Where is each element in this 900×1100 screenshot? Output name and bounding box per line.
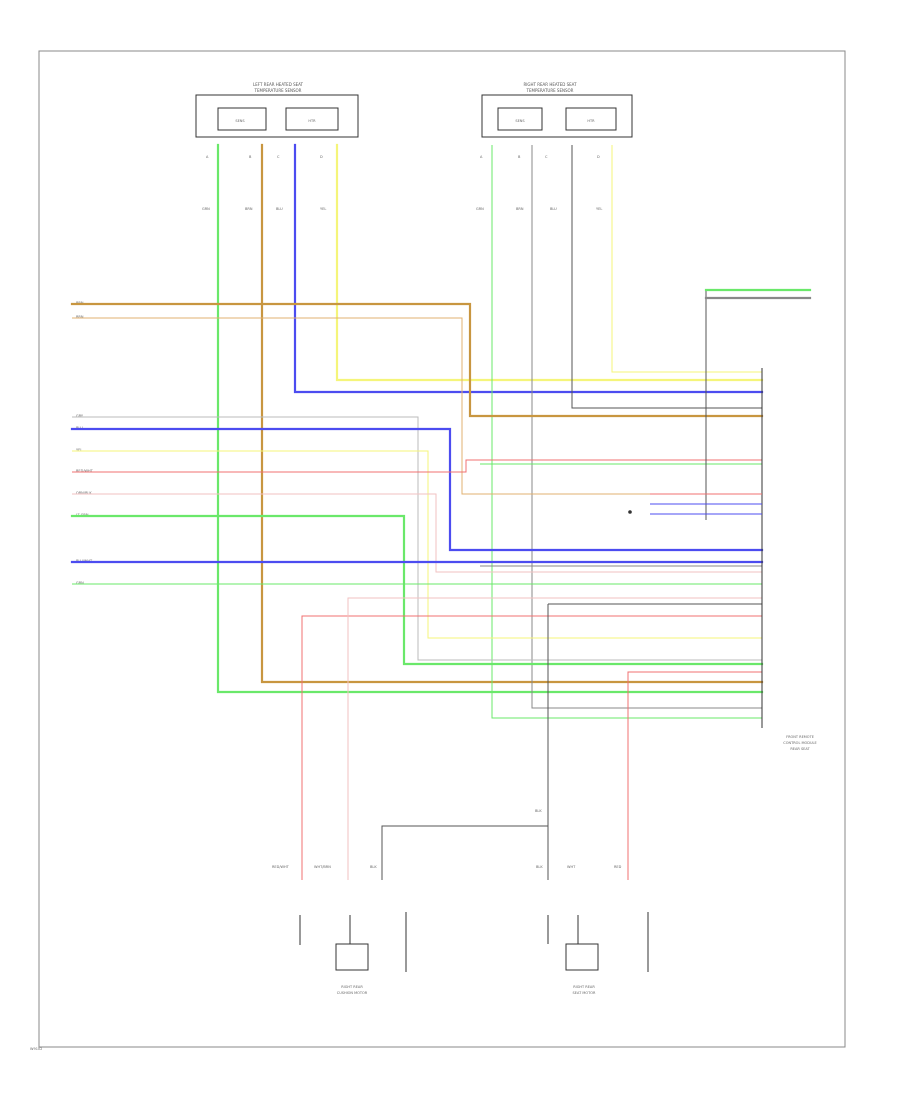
upper-left-pin-c: C [277, 155, 280, 159]
left-label-5: YEL [76, 448, 82, 452]
module-name-2: CONTROL MODULE [783, 741, 816, 745]
upper-left-wire-yel: YEL [320, 207, 326, 211]
upper-right-sens-label: SENS [515, 119, 525, 123]
left-label-3: GRY [76, 414, 84, 418]
junction-label: BLK [535, 809, 542, 813]
upper-right-pin-b: B [518, 155, 521, 159]
inline-relay [628, 493, 762, 515]
upper-right-pin-d: D [597, 155, 600, 159]
upper-right-wire-grn: GRN [476, 207, 484, 211]
wire-left-redwht [72, 459, 762, 473]
upper-right-pin-c: C [545, 155, 548, 159]
left-label-2: BRN [76, 315, 84, 319]
wire-ur-blue [571, 145, 762, 409]
wire-black-branch [381, 825, 548, 880]
wire-left-brn-2 [72, 317, 762, 495]
bottom-left-motor-assembly: RED/WHT WHT/BRN BLK RIGHT REAR CUSHION M… [272, 865, 407, 995]
upper-left-wire-grn: GRN [202, 207, 210, 211]
br-motor-icon [565, 943, 599, 971]
upper-right-sensor-element [497, 107, 543, 131]
br-label-1: RIGHT REAR [573, 985, 595, 989]
left-connector: BRN BRN GRY BLU YEL RED/WHT ORN/BLK LT G… [76, 301, 94, 585]
wire-ul-blue [293, 143, 764, 394]
module-name-3: REAR SEAT [790, 747, 810, 751]
upper-left-sens-label: SENS [235, 119, 245, 123]
bl-wire-label-3: BLK [370, 865, 377, 869]
wire-ul-brown [260, 143, 764, 684]
upper-left-pin-b: B [249, 155, 252, 159]
bottom-right-motor-assembly: BLK BLK WHT RED RIGHT REAR SEAT MOTOR [535, 809, 649, 995]
wire-ul-yellow [335, 143, 764, 382]
wires [70, 143, 812, 880]
wire-left-ornblk [72, 493, 762, 573]
upper-right-pin-a: A [480, 155, 483, 159]
relay-contact-icon [628, 510, 632, 514]
upper-left-title-1: LEFT REAR HEATED SEAT [253, 82, 304, 87]
wire-left-gry [72, 416, 762, 661]
br-wire-label-3: RED [614, 865, 622, 869]
br-wire-label-1: BLK [536, 865, 543, 869]
upper-right-wire-yel: YEL [596, 207, 602, 211]
diagram-frame [38, 50, 846, 1048]
upper-left-sensor-assembly: LEFT REAR HEATED SEAT TEMPERATURE SENSOR… [195, 82, 359, 211]
bl-wire-label-1: RED/WHT [272, 865, 290, 869]
page-reference: W9102 [30, 1047, 42, 1051]
br-label-2: SEAT MOTOR [573, 991, 596, 995]
left-label-7: ORN/BLK [76, 491, 92, 495]
upper-right-wire-brn: BRN [516, 207, 524, 211]
upper-left-sensor-element [217, 107, 267, 131]
wire-red-br [627, 671, 762, 880]
wire-ur-yellow [611, 145, 762, 373]
upper-left-htr-label: HTR [308, 119, 316, 123]
upper-right-title-1: RIGHT REAR HEATED SEAT [523, 82, 577, 87]
wire-pink-bl [347, 597, 762, 880]
module-name-1: FRONT REMOTE [786, 735, 814, 739]
bl-label-1: RIGHT REAR [341, 985, 363, 989]
upper-left-pin-d: D [320, 155, 323, 159]
upper-right-heater-element [565, 107, 617, 131]
wire-red-bl [301, 615, 762, 880]
wire-ur-green [491, 145, 762, 719]
bl-wire-label-2: WHT/BRN [314, 865, 331, 869]
upper-right-wire-blu: BLU [550, 207, 557, 211]
upper-right-sensor-assembly: RIGHT REAR HEATED SEAT TEMPERATURE SENSO… [476, 82, 633, 211]
left-label-10: GRN [76, 581, 84, 585]
wire-left-brn-1 [70, 302, 764, 418]
upper-left-sensor-box [195, 94, 359, 138]
upper-right-title-2: TEMPERATURE SENSOR [526, 88, 574, 93]
upper-right-sensor-box [481, 94, 633, 138]
upper-left-wire-brn: BRN [245, 207, 253, 211]
upper-left-pin-a: A [206, 155, 209, 159]
upper-left-title-2: TEMPERATURE SENSOR [254, 88, 302, 93]
wire-left-ltgrn [70, 514, 764, 666]
wire-ul-green [216, 143, 764, 694]
bl-motor-icon [335, 943, 369, 971]
wire-left-blu [70, 427, 764, 552]
upper-left-heater-element [285, 107, 339, 131]
wire-ur-brown [531, 145, 762, 709]
front-remote-control-module: FRONT REMOTE CONTROL MODULE REAR SEAT [761, 368, 817, 751]
upper-right-htr-label: HTR [587, 119, 595, 123]
upper-left-wire-blu: BLU [276, 207, 283, 211]
left-label-6: RED/WHT [76, 469, 94, 473]
wire-left-yel [72, 450, 762, 639]
br-wire-label-2: WHT [567, 865, 576, 869]
bl-label-2: CUSHION MOTOR [337, 991, 368, 995]
